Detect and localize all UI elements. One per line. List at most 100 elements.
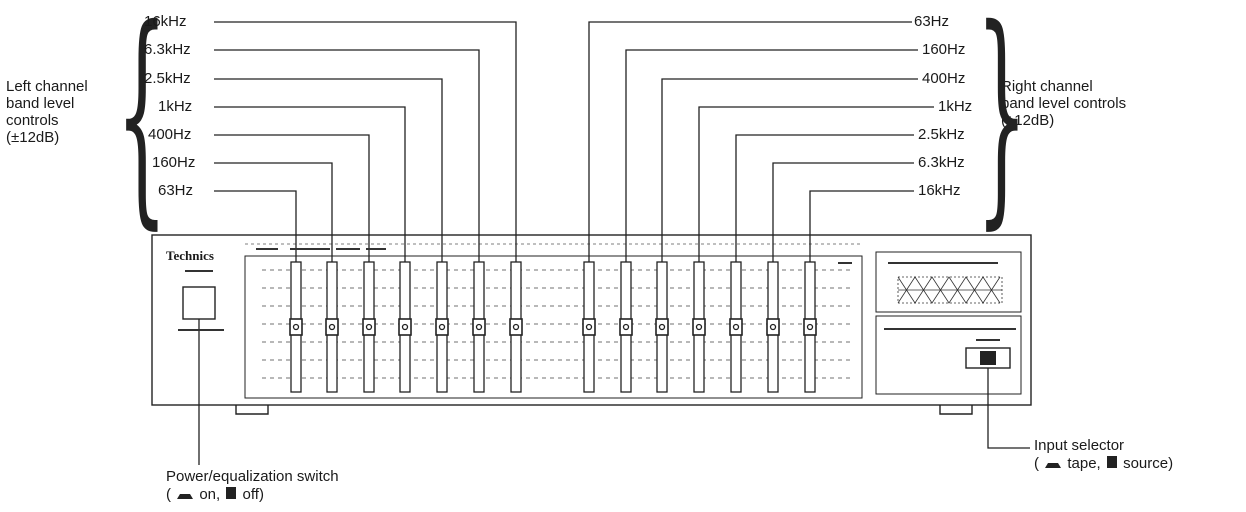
input-selector-source-label: source) bbox=[1123, 455, 1174, 472]
display-curve-pattern bbox=[897, 276, 1003, 304]
slider-knob bbox=[472, 318, 486, 336]
power-switch-title: Power/equalization switch bbox=[166, 468, 339, 485]
left-band-label-400hz: 400Hz bbox=[148, 126, 192, 143]
right-band-label-2-5khz: 2.5kHz bbox=[918, 126, 965, 143]
left-group-line-2: band level bbox=[6, 95, 75, 112]
left-band-slider-6 bbox=[509, 261, 523, 393]
left-band-slider-5 bbox=[472, 261, 486, 393]
right-band-label-160hz: 160Hz bbox=[922, 41, 966, 58]
right-band-slider-6 bbox=[803, 261, 817, 393]
power-switch-caption: Power/equalization switch ( on, off) bbox=[166, 468, 339, 504]
pressed-button-icon bbox=[1045, 463, 1062, 468]
slider-knob bbox=[766, 318, 780, 336]
right-band-slider-1 bbox=[619, 261, 633, 393]
right-band-label-16khz: 16kHz bbox=[918, 182, 961, 199]
released-button-icon bbox=[226, 487, 237, 499]
input-selector-leader bbox=[987, 368, 1030, 449]
slider-knob-mark bbox=[806, 323, 814, 331]
right-band-slider-3 bbox=[692, 261, 706, 393]
equalizer-chassis bbox=[151, 234, 1032, 406]
brand-logo: Technics bbox=[166, 248, 214, 263]
right-band-label-1khz: 1kHz bbox=[938, 98, 973, 115]
left-group-line-3: controls bbox=[6, 112, 59, 129]
slider-knob bbox=[398, 318, 412, 336]
slider-knob-mark bbox=[622, 323, 630, 331]
right-group-line-1: Right channel bbox=[1001, 78, 1093, 95]
left-band-slider-0 bbox=[289, 261, 303, 393]
right-leader-line bbox=[772, 162, 914, 262]
left-band-label-1khz: 1kHz bbox=[158, 98, 193, 115]
slider-knob-mark bbox=[658, 323, 666, 331]
left-band-label-6-3khz: 6.3kHz bbox=[144, 41, 191, 58]
slider-knob-mark bbox=[292, 323, 300, 331]
right-band-label-63hz: 63Hz bbox=[914, 13, 950, 30]
right-band-label-6-3khz: 6.3kHz bbox=[918, 154, 965, 171]
left-band-slider-4 bbox=[435, 261, 449, 393]
right-band-slider-5 bbox=[766, 261, 780, 393]
power-switch-off-label: off) bbox=[242, 486, 264, 503]
slider-knob-mark bbox=[328, 323, 336, 331]
left-band-slider-1 bbox=[325, 261, 339, 393]
right-leader-line bbox=[625, 49, 918, 262]
slider-knob bbox=[803, 318, 817, 336]
right-group-line-2: band level controls bbox=[1001, 95, 1127, 112]
left-leader-line bbox=[214, 49, 480, 262]
left-leader-line bbox=[214, 162, 333, 262]
left-band-slider-2 bbox=[362, 261, 376, 393]
right-band-label-400hz: 400Hz bbox=[922, 70, 966, 87]
power-switch-legend: ( on, off) bbox=[166, 486, 339, 504]
right-channel-group-label: Right channel band level controls (±12dB… bbox=[1001, 78, 1126, 129]
right-group-line-3: (±12dB) bbox=[1001, 112, 1055, 129]
left-leader-line bbox=[214, 190, 297, 262]
right-band-slider-4 bbox=[729, 261, 743, 393]
slider-knob bbox=[729, 318, 743, 336]
right-leader-line bbox=[588, 21, 912, 262]
left-band-label-63hz: 63Hz bbox=[158, 182, 194, 199]
left-leader-line bbox=[214, 21, 517, 262]
slider-knob bbox=[289, 318, 303, 336]
right-brace: } bbox=[976, 0, 1028, 249]
right-leader-line bbox=[809, 190, 914, 262]
released-button-icon bbox=[1106, 456, 1117, 468]
slider-knob-mark bbox=[475, 323, 483, 331]
input-selector-tape-label: tape, bbox=[1067, 455, 1101, 472]
left-leader-line bbox=[214, 106, 406, 262]
right-band-slider-2 bbox=[655, 261, 669, 393]
input-selector-caption: Input selector ( tape, source) bbox=[1034, 437, 1173, 473]
input-selector-title: Input selector bbox=[1034, 437, 1125, 454]
slider-knob bbox=[619, 318, 633, 336]
right-leader-line bbox=[735, 134, 914, 262]
power-switch-open-paren: ( bbox=[166, 486, 171, 503]
display-panel-bottom bbox=[875, 315, 1022, 395]
left-band-label-160hz: 160Hz bbox=[152, 154, 196, 171]
input-selector-knob bbox=[980, 351, 996, 365]
input-selector-legend: ( tape, source) bbox=[1034, 455, 1173, 473]
slider-knob bbox=[582, 318, 596, 336]
slider-knob-mark bbox=[585, 323, 593, 331]
slider-knob bbox=[435, 318, 449, 336]
slider-panel bbox=[244, 255, 863, 399]
slider-knob-mark bbox=[512, 323, 520, 331]
slider-knob bbox=[655, 318, 669, 336]
slider-knob bbox=[692, 318, 706, 336]
left-band-label-2-5khz: 2.5kHz bbox=[144, 70, 191, 87]
input-selector-open-paren: ( bbox=[1034, 455, 1039, 472]
slider-knob bbox=[509, 318, 523, 336]
slider-knob bbox=[325, 318, 339, 336]
left-channel-group-label: Left channel band level controls (±12dB) bbox=[6, 78, 88, 146]
power-switch-on-label: on, bbox=[199, 486, 221, 503]
panel-markings bbox=[178, 248, 1016, 341]
left-group-line-1: Left channel bbox=[6, 78, 88, 95]
slider-knob-mark bbox=[695, 323, 703, 331]
right-leader-line bbox=[698, 106, 934, 262]
left-foot bbox=[235, 405, 269, 415]
slider-knob-mark bbox=[401, 323, 409, 331]
pressed-button-icon bbox=[177, 494, 194, 499]
left-band-label-16khz: 16kHz bbox=[144, 13, 187, 30]
slider-knob-mark bbox=[365, 323, 373, 331]
power-switch-button bbox=[182, 286, 216, 320]
slider-knob-mark bbox=[438, 323, 446, 331]
slider-knob-mark bbox=[732, 323, 740, 331]
